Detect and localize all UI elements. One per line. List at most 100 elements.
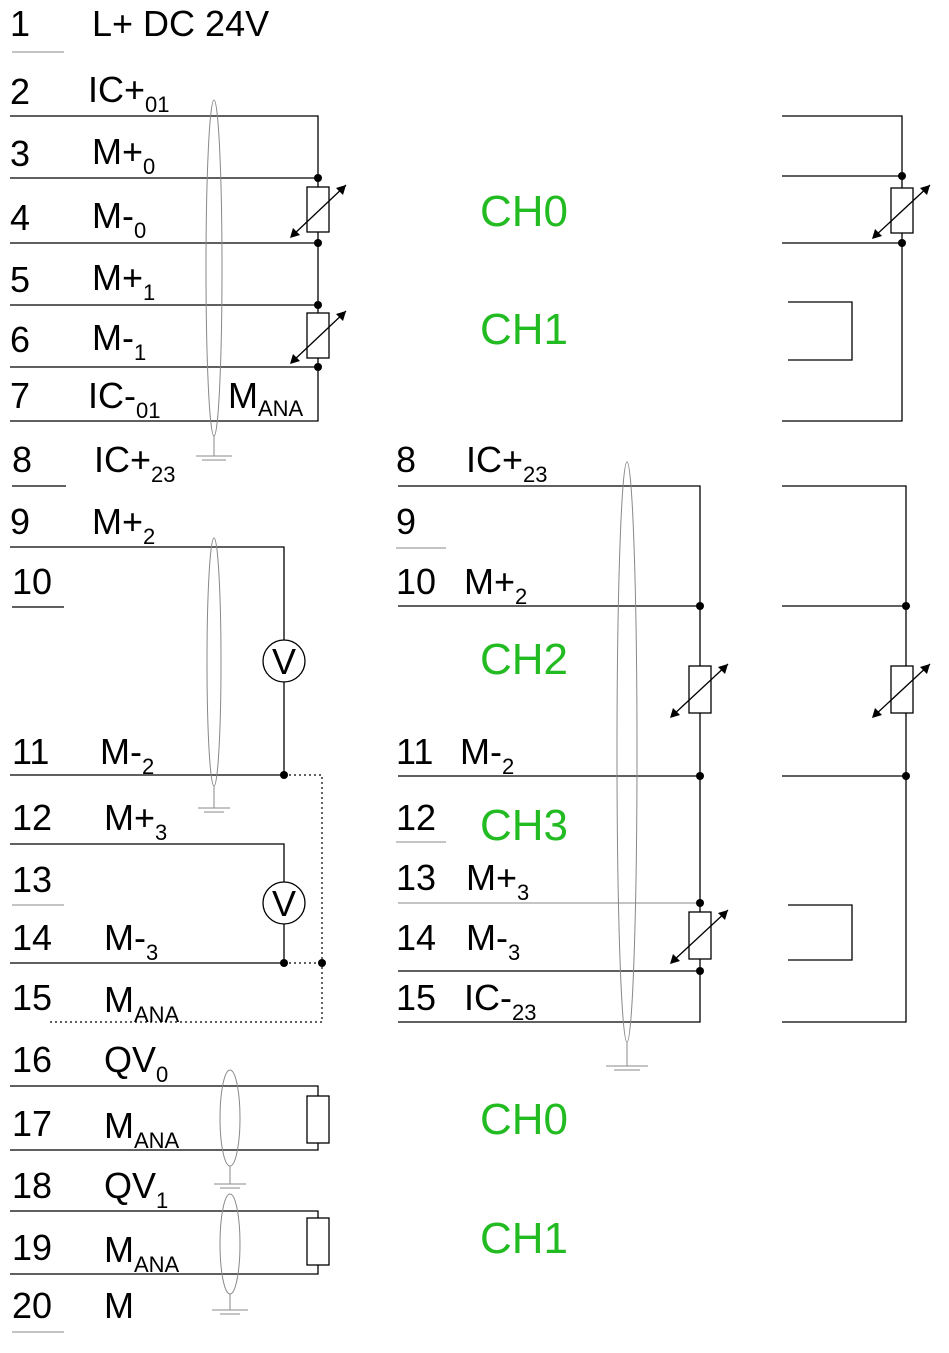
ground-icon <box>196 436 232 461</box>
wire-right-ch1-short <box>788 301 853 361</box>
wire-qv0 <box>10 1085 319 1096</box>
rtd-right-ch2-arrowhead <box>920 664 930 674</box>
junction-dot <box>314 363 322 371</box>
middle-rtd-wiring <box>398 461 729 1071</box>
pin-5-signal: M+1 <box>92 257 155 305</box>
cable-shield <box>206 537 222 787</box>
rtd-ch1-arrow <box>291 310 347 363</box>
pin-5-number: 5 <box>10 259 30 300</box>
pin-3-number: 3 <box>10 133 30 174</box>
junction-dot <box>902 602 910 610</box>
rtd-ch1-arrowtail <box>290 354 300 364</box>
pin-16-number: 16 <box>12 1039 52 1080</box>
pin-16-signal: QV0 <box>104 1039 168 1087</box>
mid-pin-10-number: 10 <box>396 561 436 602</box>
rtd-right-ch2-arrowtail <box>872 708 882 718</box>
rtd-right-ch0-arrowtail <box>872 229 882 239</box>
rtd-ch2-arrow <box>671 663 729 717</box>
junction-dot <box>318 959 326 967</box>
mid-pin-13-signal: M+3 <box>466 857 529 905</box>
channel-label-ch1-in: CH1 <box>480 305 568 354</box>
rtd-ch0-arrow <box>291 184 347 237</box>
mid-pin-14-number: 14 <box>396 917 436 958</box>
load-ch1-resistor <box>306 1217 330 1266</box>
pin-1-signal: L+ DC 24V <box>92 3 269 44</box>
junction-dot <box>898 172 906 180</box>
pin-4-signal: M-0 <box>92 195 146 243</box>
left-output-wiring <box>10 1069 330 1315</box>
cable-shield <box>616 461 638 1043</box>
channel-label-ch0-in: CH0 <box>480 187 568 236</box>
wire-mana-ch0 <box>10 1143 319 1151</box>
cable-shield <box>219 1193 241 1295</box>
junction-dot <box>902 772 910 780</box>
pin-10-number: 10 <box>12 561 52 602</box>
pin-7-signal: IC-01 <box>88 375 160 423</box>
wire-ic23-minus <box>398 971 701 1023</box>
pin-14-number: 14 <box>12 917 52 958</box>
ground-icon <box>214 1166 246 1189</box>
pin-20-number: 20 <box>12 1285 52 1326</box>
mid-pin-11-number: 11 <box>396 731 433 772</box>
ground-icon <box>198 786 230 813</box>
pin-13-number: 13 <box>12 859 52 900</box>
junction-dot <box>314 301 322 309</box>
rtd-ch3-arrow <box>671 909 729 963</box>
junction-dot <box>696 899 704 907</box>
junction-dot <box>696 602 704 610</box>
rtd-ch1-arrowhead <box>336 311 346 321</box>
wire-qv1 <box>10 1210 319 1218</box>
channel-labels: CH0 CH1 CH2 CH3 CH0 CH1 <box>480 187 568 1263</box>
pin-6-signal: M-1 <box>92 317 146 365</box>
junction-dot <box>696 967 704 975</box>
pin-19-number: 19 <box>12 1227 52 1268</box>
rtd-ch0-resistor <box>306 186 330 233</box>
junction-dot <box>314 239 322 247</box>
wire-ic01-minus <box>10 367 319 422</box>
voltmeter-ch3-label: V <box>272 883 296 924</box>
middle-pin-list: 8 IC+23 9 10 M+2 11 M-2 12 13 M+3 14 M-3… <box>396 439 548 1025</box>
rtd-ch1-resistor <box>306 312 330 359</box>
pin-12-number: 12 <box>12 797 52 838</box>
pin-6-number: 6 <box>10 319 30 360</box>
mid-pin-15-signal: IC-23 <box>464 977 536 1025</box>
pin-1-number: 1 <box>10 3 30 44</box>
wire-m3-plus <box>10 843 285 882</box>
mid-pin-13-number: 13 <box>396 857 436 898</box>
wire-ic01-plus <box>10 115 319 178</box>
channel-label-ch1-out: CH1 <box>480 1214 568 1263</box>
pin-4-number: 4 <box>10 197 30 238</box>
pin-3-signal: M+0 <box>92 131 155 179</box>
dashed-mana-link <box>48 774 323 1023</box>
voltmeter-ch2-label: V <box>272 641 296 682</box>
wire-ic23-plus <box>398 485 701 606</box>
rtd-right-ch2-arrow <box>873 663 931 717</box>
pin-2-signal: IC+01 <box>88 69 170 117</box>
pin-17-signal: MANA <box>104 1105 180 1153</box>
left-pin-list: 1 L+ DC 24V 2 IC+01 3 M+0 4 M-0 5 M+1 6 … <box>10 3 304 1333</box>
pin-11-signal: M-2 <box>100 731 154 779</box>
rtd-ch0-arrowtail <box>290 228 300 238</box>
wire-mana-ch1 <box>10 1265 319 1275</box>
channel-label-ch2-in: CH2 <box>480 635 568 684</box>
channel-label-ch0-out: CH0 <box>480 1095 568 1144</box>
pin-18-number: 18 <box>12 1165 52 1206</box>
pin-19-signal: MANA <box>104 1229 180 1277</box>
pin-8-signal: IC+23 <box>94 439 176 487</box>
rtd-ch2-arrowtail <box>670 708 680 718</box>
pin-2-number: 2 <box>10 71 30 112</box>
wire-right-ch3-short <box>788 904 853 961</box>
pin-20-signal: M <box>104 1285 134 1326</box>
wire-m2-plus <box>10 546 285 640</box>
pin-8-number: 8 <box>12 439 32 480</box>
mid-pin-11-signal: M-2 <box>460 731 514 779</box>
pin-15-number: 15 <box>12 977 52 1018</box>
junction-dot <box>314 174 322 182</box>
ground-icon <box>606 1042 648 1071</box>
pin-17-number: 17 <box>12 1103 52 1144</box>
junction-dot <box>280 771 288 779</box>
cable-shield <box>219 1069 241 1167</box>
mid-pin-9-number: 9 <box>396 501 416 542</box>
rtd-right-ch0-arrowhead <box>920 185 930 195</box>
